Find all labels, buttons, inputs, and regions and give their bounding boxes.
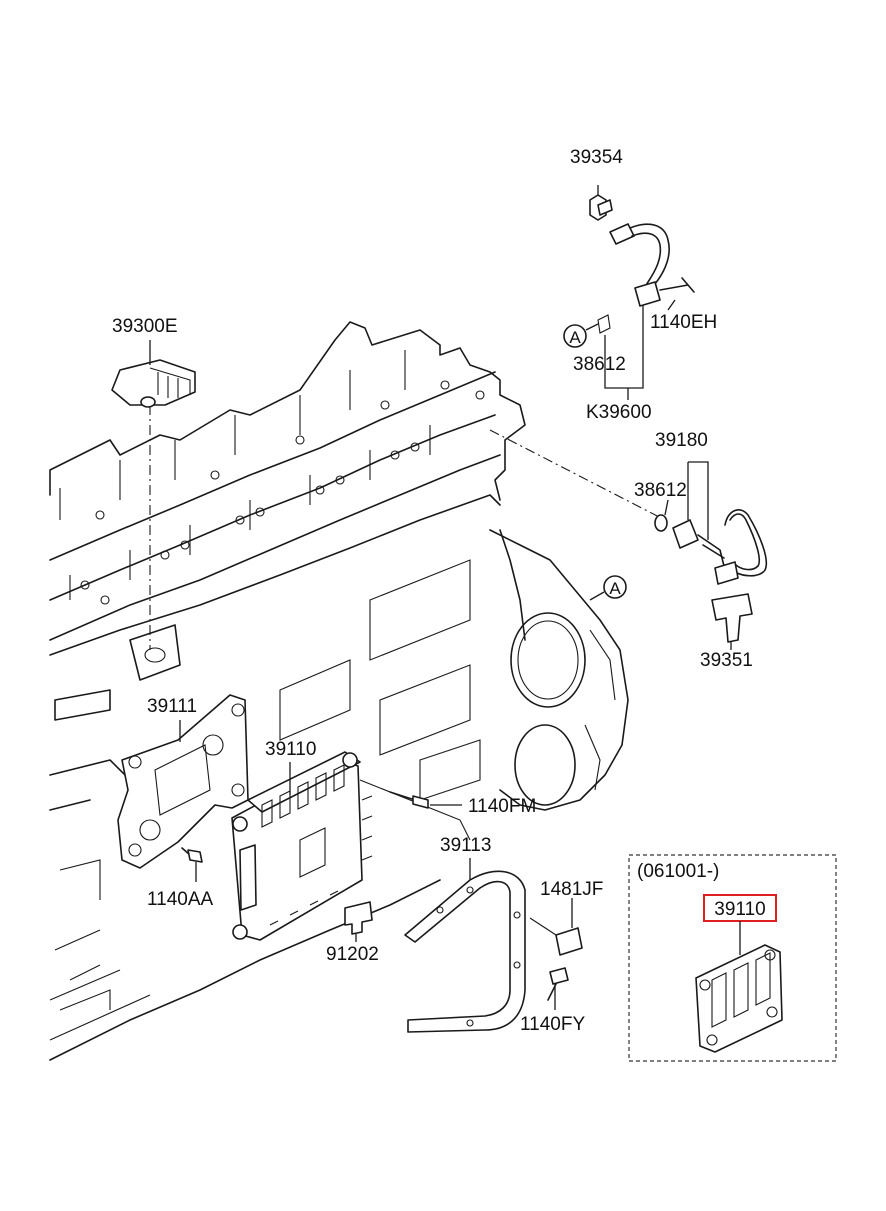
- clip-1481jf: [529, 917, 583, 956]
- label-38612-top[interactable]: 38612: [573, 354, 626, 375]
- inset-panel: (061001-) 39110: [628, 854, 837, 1062]
- label-39180[interactable]: 39180: [655, 430, 708, 451]
- ref-marker-a-engine: A: [603, 575, 627, 599]
- bolt-1140fy: [547, 967, 569, 1001]
- label-39351[interactable]: 39351: [700, 650, 753, 671]
- label-39300e[interactable]: 39300E: [112, 316, 178, 337]
- leader-1140eh: [667, 299, 676, 311]
- leader-ref-a-top: [585, 323, 599, 331]
- bracket-91202: [344, 901, 373, 935]
- ecu-39110-new-version: [695, 944, 783, 1053]
- label-39354[interactable]: 39354: [570, 147, 623, 168]
- ecu-39110: [231, 751, 373, 941]
- crank-sensor-39180: [654, 509, 767, 585]
- ref-marker-a-top: A: [563, 324, 587, 348]
- leader-38612-mid: [664, 499, 669, 516]
- leader-ref-a-engine: [589, 591, 605, 601]
- label-1140fm[interactable]: 1140FM: [468, 796, 536, 817]
- leader-39180: [687, 461, 709, 540]
- leader-k39600-bracket: [604, 305, 644, 389]
- label-1140aa[interactable]: 1140AA: [147, 889, 214, 910]
- bolt-1140fm: [389, 791, 429, 809]
- bracket-39351: [711, 593, 753, 643]
- label-38612-mid[interactable]: 38612: [634, 480, 687, 501]
- harness-guide-39113: [404, 870, 526, 1033]
- label-1481jf[interactable]: 1481JF: [540, 879, 603, 900]
- bolt-1140aa: [181, 847, 203, 863]
- label-91202[interactable]: 91202: [326, 944, 379, 965]
- label-39110[interactable]: 39110: [265, 739, 316, 760]
- label-k39600[interactable]: K39600: [586, 402, 652, 423]
- label-39111[interactable]: 39111: [147, 696, 197, 717]
- ecu-bracket-39111: [117, 694, 249, 869]
- svg-text:A: A: [609, 579, 621, 598]
- label-1140fy[interactable]: 1140FY: [520, 1014, 585, 1035]
- inset-part-label-39110[interactable]: 39110: [714, 899, 765, 920]
- connector-clip-39354: [589, 194, 613, 221]
- label-39113[interactable]: 39113: [440, 835, 491, 856]
- inset-date-range: (061001-): [637, 861, 719, 882]
- sensor-39300e: [111, 359, 196, 408]
- svg-text:A: A: [569, 328, 581, 347]
- alignment-lines: [149, 405, 666, 650]
- label-1140eh[interactable]: 1140EH: [650, 312, 717, 333]
- cam-sensor-harness-k39600: [597, 223, 695, 334]
